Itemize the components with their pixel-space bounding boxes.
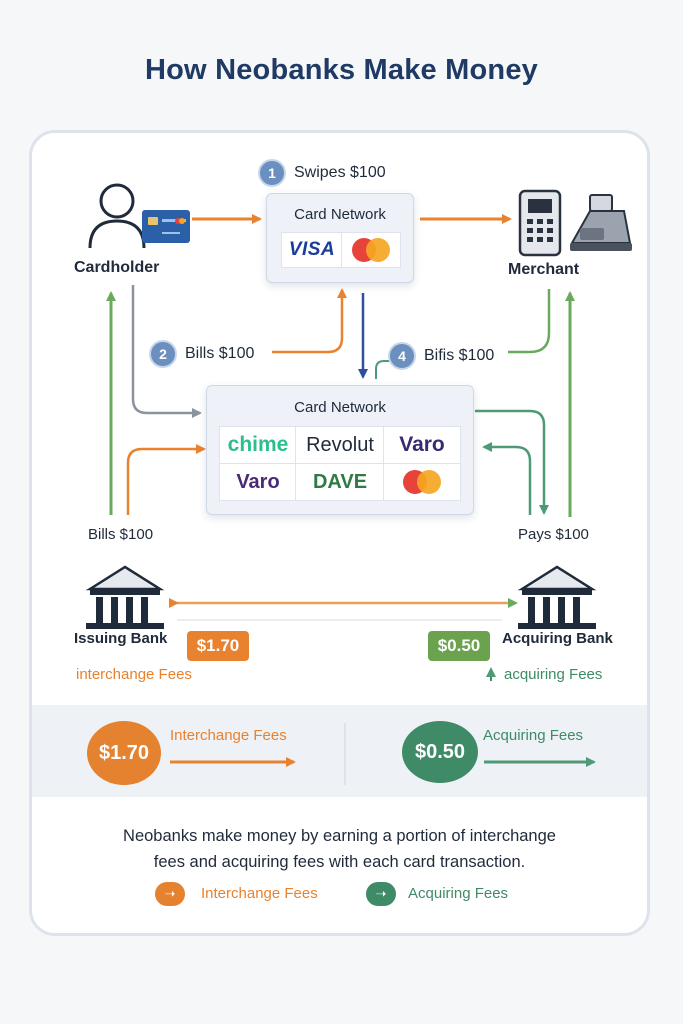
bills-left-label: Bills $100 (88, 526, 154, 543)
issuing-bank-label: Issuing Bank (74, 630, 168, 647)
summary-line-1: Neobanks make money by earning a portion… (123, 827, 556, 845)
band-interchange-circle: $1.70 (87, 721, 161, 785)
issuing-bank-icon (85, 565, 165, 629)
legend-interchange-icon: ➝ (155, 882, 185, 906)
step-1-text: Swipes $100 (294, 164, 386, 181)
dave-logo: DAVE (295, 463, 385, 501)
mastercard-logo (341, 232, 401, 268)
acquiring-bank-icon (517, 565, 597, 629)
step-1-label: 1 Swipes $100 (258, 159, 386, 187)
arrow-issuer-to-mid (126, 444, 206, 515)
summary-line-2: fees and acquiring fees with each card t… (153, 853, 526, 871)
pays-right-label: Pays $100 (518, 526, 589, 543)
card-network-top: Card Network VISA (266, 193, 414, 283)
interchange-fee-pill: $1.70 (187, 631, 249, 661)
step-1-badge: 1 (258, 159, 286, 187)
chime-logo: chime (219, 426, 297, 464)
acquiring-bank-label: Acquiring Bank (502, 630, 613, 647)
merchant-label: Merchant (508, 261, 580, 278)
step-2-label: 2 Bills $100 (149, 340, 254, 368)
step-4-text: Bifis $100 (424, 347, 495, 364)
mastercard-icon (352, 238, 390, 262)
band-acquiring-circle: $0.50 (402, 721, 478, 783)
merchant-icon (518, 189, 632, 257)
band-interchange-label: Interchange Fees (170, 727, 287, 744)
legend-acquiring-icon: ➝ (366, 882, 396, 906)
revolut-logo: Revolut (295, 426, 385, 464)
arrow-bills-up (272, 288, 347, 354)
arrow-step4-connector (375, 360, 390, 379)
varo-logo-1: Varo (383, 426, 461, 464)
arrow-cardholder-to-mid (131, 285, 202, 418)
page-title: How Neobanks Make Money (145, 54, 538, 86)
card-network-mid: Card Network chime Revolut Varo Varo DAV… (206, 385, 474, 515)
visa-logo: VISA (281, 232, 342, 268)
step-4-badge: 4 (388, 342, 416, 370)
varo-logo-2: Varo (219, 463, 297, 501)
interchange-fees-caption: interchange Fees (76, 666, 192, 683)
cardholder-icon (88, 183, 190, 249)
card-network-top-title: Card Network (294, 206, 386, 223)
step-2-text: Bills $100 (185, 345, 255, 362)
acquiring-fees-caption: acquiring Fees (504, 666, 603, 683)
acquiring-fee-pill: $0.50 (428, 631, 490, 661)
band-acquiring-label: Acquiring Fees (483, 727, 584, 744)
mastercard-icon-mid (403, 470, 441, 494)
arrow-mid-to-acquirer (475, 409, 549, 515)
step-2-badge: 2 (149, 340, 177, 368)
summary-text: Neobanks make money by earning a portion… (32, 823, 647, 875)
card-network-mid-title: Card Network (294, 399, 386, 416)
legend-interchange-label: Interchange Fees (201, 885, 318, 902)
mastercard-logo-mid (383, 463, 461, 501)
arrow-acquirer-to-mid (482, 442, 532, 515)
flow-arrows (85, 183, 632, 785)
step-4-label: 4 Bifis $100 (388, 342, 494, 370)
arrow-merchant-to-step4 (508, 289, 551, 354)
cardholder-label: Cardholder (74, 259, 160, 276)
legend-acquiring-label: Acquiring Fees (408, 885, 509, 902)
